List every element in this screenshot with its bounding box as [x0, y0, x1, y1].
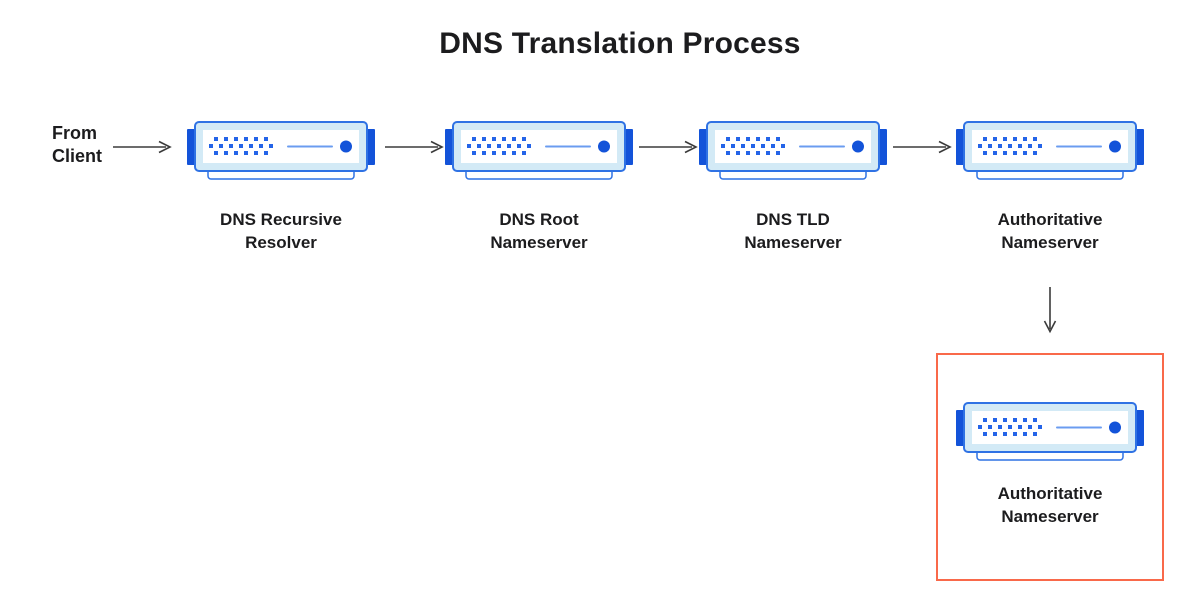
vent-dots	[978, 137, 1042, 155]
server-icon	[698, 121, 888, 188]
server-icon-svg	[187, 121, 375, 180]
right-arrow-icon	[639, 140, 698, 154]
server-icon-svg	[445, 121, 633, 180]
node-label: Authoritative Nameserver	[997, 210, 1103, 252]
right-arrow-icon	[893, 140, 952, 154]
node-label: DNS TLD Nameserver	[744, 210, 842, 252]
node-dns-recursive-resolver: DNS Recursive Resolver	[186, 121, 376, 255]
node-dns-root-nameserver: DNS Root Nameserver	[444, 121, 634, 255]
result-node-label: Authoritative Nameserver	[997, 484, 1103, 526]
right-arrow-icon	[113, 140, 172, 154]
from-client-label: From Client	[52, 123, 103, 166]
node-dns-tld-nameserver: DNS TLD Nameserver	[698, 121, 888, 255]
vent-dots	[467, 137, 531, 155]
highlight-box: Authoritative Nameserver	[936, 353, 1164, 581]
server-icon	[955, 402, 1145, 469]
vent-dots	[209, 137, 273, 155]
server-icon	[444, 121, 634, 188]
server-icon-svg	[956, 402, 1144, 461]
server-icon-svg	[699, 121, 887, 180]
vent-dots	[721, 137, 785, 155]
server-icon	[955, 121, 1145, 188]
vent-dots	[978, 418, 1042, 436]
diagram-title: DNS Translation Process	[439, 27, 801, 60]
right-arrow-icon	[385, 140, 444, 154]
server-icon	[186, 121, 376, 188]
down-arrow-icon	[1043, 287, 1057, 334]
node-label: DNS Root Nameserver	[490, 210, 588, 252]
node-authoritative-nameserver: Authoritative Nameserver	[955, 121, 1145, 255]
server-icon-svg	[956, 121, 1144, 180]
node-label: DNS Recursive Resolver	[220, 210, 342, 252]
